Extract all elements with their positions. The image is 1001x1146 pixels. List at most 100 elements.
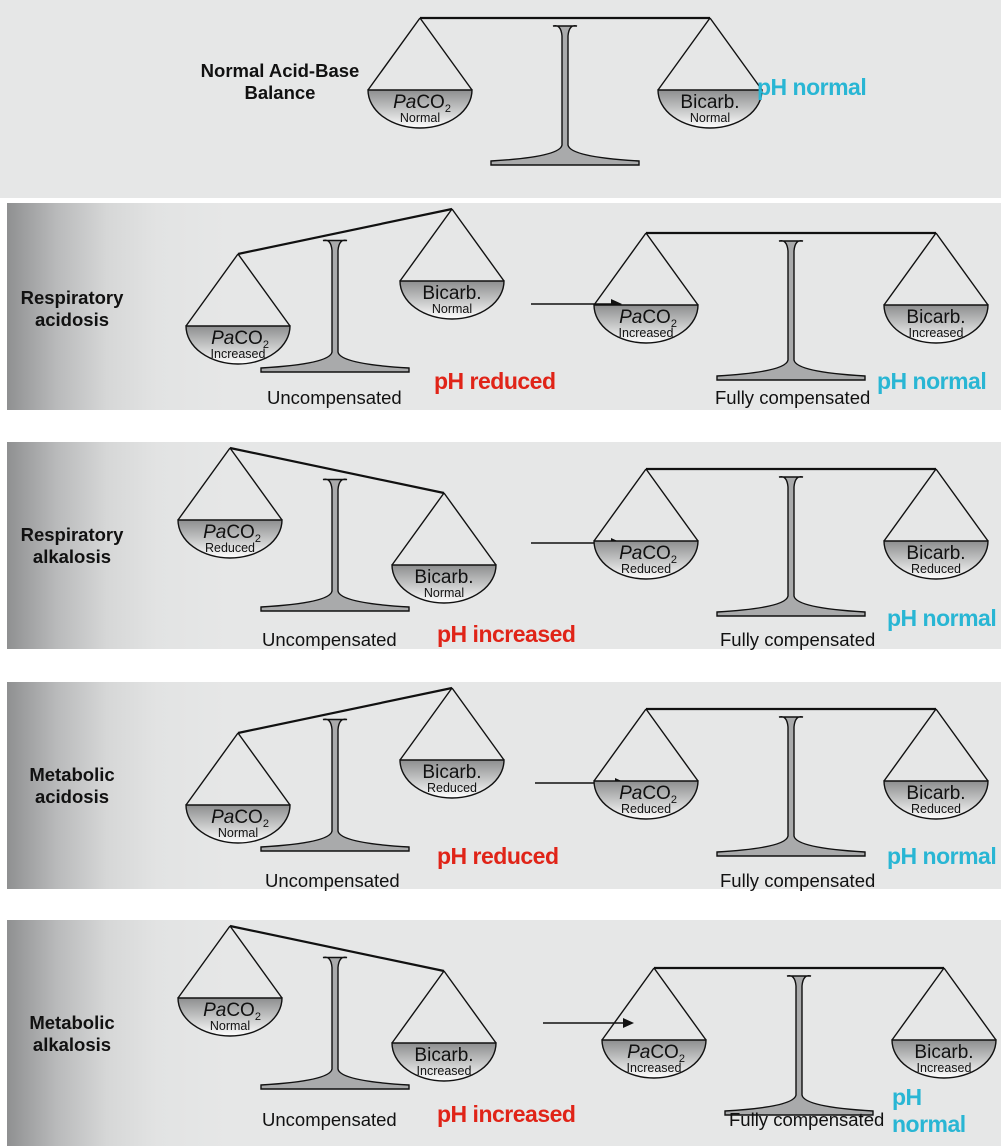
balance-beam [237,686,453,735]
svg-text:Normal: Normal [218,826,258,840]
right-pan [891,967,997,1079]
ph-status-uncompensated: pH increased [437,1101,576,1127]
balance-beam [229,924,445,973]
right-pan [883,232,989,344]
svg-text:Normal: Normal [210,1019,250,1033]
svg-text:PaCO2: PaCO2 [619,543,677,566]
svg-text:Bicarb.: Bicarb. [906,543,965,564]
ph-status-compensated: pH normal [877,368,987,394]
svg-text:PaCO2: PaCO2 [211,328,269,351]
svg-text:Reduced: Reduced [205,541,255,555]
left-pan [593,232,699,344]
svg-text:Reduced: Reduced [621,562,671,576]
svg-text:Bicarb.: Bicarb. [914,1042,973,1063]
right-pan [399,687,505,799]
svg-text:Increased: Increased [211,347,266,361]
ph-status-uncompensated: pH reduced [434,368,556,394]
svg-text:Reduced: Reduced [911,562,961,576]
svg-text:PaCO2: PaCO2 [203,1000,261,1023]
svg-text:PaCO2: PaCO2 [393,92,451,115]
svg-text:Reduced: Reduced [911,802,961,816]
normal-balance-label: Normal Acid-Base Balance [200,60,360,103]
bicarb-pan-label: Bicarb.Normal [422,283,481,316]
svg-text:Increased: Increased [627,1061,682,1075]
balance-beam [237,207,453,256]
balance-stand [716,240,866,381]
ph-status-uncompensated: pH increased [437,621,576,647]
right-pan [657,17,763,129]
svg-text:Bicarb.: Bicarb. [906,783,965,804]
caption-uncompensated: Uncompensated [267,387,402,408]
balance-beam [229,446,445,495]
left-pan [177,925,283,1037]
svg-text:Increased: Increased [619,326,674,340]
balance-stand [260,239,410,373]
bicarb-pan-label: Bicarb.Reduced [422,762,481,795]
bicarb-pan-label: Bicarb.Normal [414,567,473,600]
caption-uncompensated: Uncompensated [262,1109,397,1130]
bicarb-pan-label: Bicarb.Normal [680,92,739,125]
balance-stand [716,476,866,617]
left-pan [593,708,699,820]
ph-status-compensated: pH normal [887,605,997,631]
right-pan [391,970,497,1082]
svg-text:Bicarb.: Bicarb. [414,1045,473,1066]
bicarb-pan-label: Bicarb.Increased [414,1045,473,1078]
svg-text:PaCO2: PaCO2 [627,1042,685,1065]
svg-text:PaCO2: PaCO2 [619,783,677,806]
svg-text:Reduced: Reduced [427,781,477,795]
caption-uncompensated: Uncompensated [262,629,397,650]
row-label: Metabolic acidosis [29,764,115,807]
bicarb-pan-label: Bicarb.Increased [914,1042,973,1075]
ph-status-compensated: pH normal [887,843,997,869]
ph-status-normal: pH normal [757,74,867,100]
svg-text:PaCO2: PaCO2 [619,307,677,330]
caption-compensated: Fully compensated [720,870,876,891]
left-pan [593,468,699,580]
svg-text:PaCO2: PaCO2 [211,807,269,830]
bicarb-pan-label: Bicarb.Reduced [906,543,965,576]
right-pan [391,492,497,604]
caption-uncompensated: Uncompensated [265,870,400,891]
svg-text:Increased: Increased [909,326,964,340]
svg-text:Normal: Normal [424,586,464,600]
left-pan [185,732,291,844]
svg-text:Bicarb.: Bicarb. [906,307,965,328]
left-pan [185,253,291,365]
svg-text:Bicarb.: Bicarb. [680,92,739,113]
caption-compensated: Fully compensated [715,387,871,408]
left-pan [177,447,283,559]
right-pan [399,208,505,320]
balance-stand [490,25,640,166]
bicarb-pan-label: Bicarb.Increased [906,307,965,340]
caption-compensated: Fully compensated [729,1109,885,1130]
row-label: Respiratory acidosis [20,287,124,330]
svg-text:Normal: Normal [432,302,472,316]
svg-text:Increased: Increased [917,1061,972,1075]
row-label: Metabolic alkalosis [29,1012,115,1055]
row-label: Respiratory alkalosis [20,524,124,567]
svg-text:Normal: Normal [690,111,730,125]
svg-text:PaCO2: PaCO2 [203,522,261,545]
bicarb-pan-label: Bicarb.Reduced [906,783,965,816]
ph-status-uncompensated: pH reduced [437,843,559,869]
